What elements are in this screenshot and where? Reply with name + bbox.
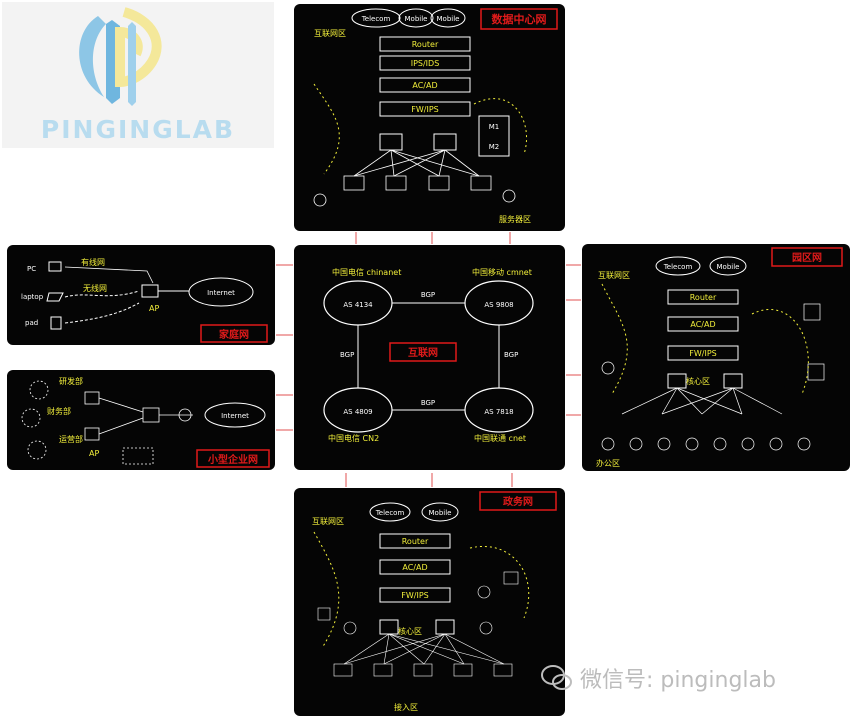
gov-diagram: 政务网 Telecom Mobile Router AC/AD FW/IPS 互… xyxy=(312,491,557,712)
small-dept-b: 财务部 xyxy=(47,406,71,416)
small-title: 小型企业网 xyxy=(207,453,258,466)
home-pad-label: pad xyxy=(25,319,38,327)
gov-panel: 政务网 Telecom Mobile Router AC/AD FW/IPS 互… xyxy=(294,488,565,716)
campus-telecom-label: Telecom xyxy=(663,263,693,271)
small-enterprise-diagram: Internet 研发部 财务部 运营部 AP 小型企业网 xyxy=(21,376,270,468)
small-internet-label: Internet xyxy=(221,412,249,420)
campus-acad-label: AC/AD xyxy=(690,320,715,329)
small-dept-c: 运营部 xyxy=(59,434,83,444)
bgp-label-top: BGP xyxy=(421,291,435,299)
dc-server-zone: 服务器区 xyxy=(499,214,531,224)
home-ap-label: AP xyxy=(149,304,159,313)
dc-router-label: Router xyxy=(412,40,439,49)
campus-core-label: 核心区 xyxy=(686,376,710,386)
bgp-label-left: BGP xyxy=(340,351,354,359)
dc-m2-label: M2 xyxy=(489,143,500,151)
gov-mobile-label: Mobile xyxy=(429,509,452,517)
gov-title: 政务网 xyxy=(503,495,533,508)
home-internet-label: Internet xyxy=(207,289,235,297)
small-dept-a: 研发部 xyxy=(59,376,83,386)
dc-telecom-label: Telecom xyxy=(361,15,391,23)
home-laptop-label: laptop xyxy=(21,293,44,301)
dc-internet-zone: 互联网区 xyxy=(314,29,346,38)
isp-note-3: 中国电信 CN2 xyxy=(328,433,379,443)
wechat-id: 微信号: pinginglab xyxy=(580,668,776,693)
datacenter-panel: 数据中心网 Telecom Mobile Mobile Router IPS/I… xyxy=(294,4,565,231)
isp-note-2: 中国移动 cmnet xyxy=(472,267,532,277)
campus-diagram: 园区网 Telecom Mobile Router AC/AD FW/IPS 互… xyxy=(596,247,843,468)
internet-diagram: AS 4134 AS 9808 AS 4809 AS 7818 BGP BGP … xyxy=(323,267,534,443)
campus-fwips-label: FW/IPS xyxy=(689,349,716,358)
gov-fwips-label: FW/IPS xyxy=(401,591,428,600)
isp-note-4: 中国联通 cnet xyxy=(474,433,526,443)
as-label-3: AS 4809 xyxy=(343,408,372,416)
dc-mobile-label: Mobile xyxy=(405,15,428,23)
as-label-4: AS 7818 xyxy=(484,408,513,416)
dc-acad-label: AC/AD xyxy=(412,81,437,90)
small-internet-cloud xyxy=(204,402,266,428)
campus-internet-zone: 互联网区 xyxy=(598,271,630,280)
datacenter-title: 数据中心网 xyxy=(492,12,547,26)
campus-mobile-label: Mobile xyxy=(717,263,740,271)
home-pc-label: PC xyxy=(27,265,36,273)
wechat-watermark: 微信号: pinginglab xyxy=(540,658,776,698)
gov-telecom-label: Telecom xyxy=(375,509,405,517)
gov-router-label: Router xyxy=(402,537,429,546)
pc-icon xyxy=(48,261,62,272)
pad-icon xyxy=(50,316,62,330)
home-wired-note: 有线网 xyxy=(81,257,105,267)
pinginglab-logo: PINGINGLAB xyxy=(2,2,274,148)
home-internet-cloud xyxy=(188,277,254,307)
dc-m1-label: M1 xyxy=(489,123,500,131)
home-wireless-note: 无线网 xyxy=(83,283,107,293)
as-label-2: AS 9808 xyxy=(484,301,513,309)
gov-internet-zone: 互联网区 xyxy=(312,517,344,526)
datacenter-title-box xyxy=(480,8,558,30)
gov-access-label: 接入区 xyxy=(394,702,418,712)
internet-panel: AS 4134 AS 9808 AS 4809 AS 7818 BGP BGP … xyxy=(294,245,565,470)
isp-note-1: 中国电信 chinanet xyxy=(332,267,401,277)
wechat-icon xyxy=(541,665,572,690)
home-panel: PC laptop pad Internet AP 有线网 无线网 家庭网 xyxy=(7,245,275,345)
logo-mark xyxy=(79,7,162,106)
laptop-icon xyxy=(46,292,64,302)
as-label-1: AS 4134 xyxy=(343,301,373,309)
internet-title: 互联网 xyxy=(408,346,438,359)
gov-acad-label: AC/AD xyxy=(402,563,427,572)
home-diagram: PC laptop pad Internet AP 有线网 无线网 家庭网 xyxy=(21,257,268,343)
home-title: 家庭网 xyxy=(219,328,249,341)
campus-office-label: 办公区 xyxy=(596,458,620,468)
dc-fwips-label: FW/IPS xyxy=(411,105,438,114)
gov-core-label: 核心区 xyxy=(398,626,422,636)
campus-panel: 园区网 Telecom Mobile Router AC/AD FW/IPS 互… xyxy=(582,244,850,471)
campus-title: 园区网 xyxy=(792,252,822,264)
campus-router-label: Router xyxy=(690,293,717,302)
bgp-label-bottom: BGP xyxy=(421,399,435,407)
bgp-label-right: BGP xyxy=(504,351,518,359)
small-ap-label: AP xyxy=(89,449,99,458)
dc-ips-label: IPS/IDS xyxy=(411,59,440,68)
small-enterprise-panel: Internet 研发部 财务部 运营部 AP 小型企业网 xyxy=(7,370,275,470)
datacenter-diagram: 数据中心网 Telecom Mobile Mobile Router IPS/I… xyxy=(313,8,558,224)
dc-mobile2-label: Mobile xyxy=(437,15,460,23)
logo-text: PINGINGLAB xyxy=(40,115,236,144)
